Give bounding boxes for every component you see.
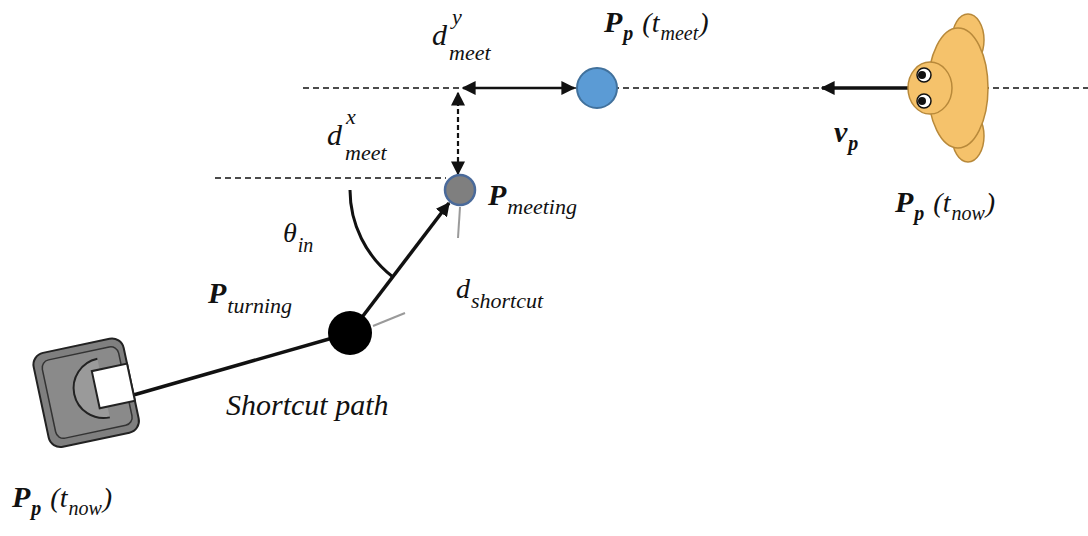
math-label: ) xyxy=(103,484,112,512)
dimension-arrow xyxy=(463,87,574,90)
math-label: ) xyxy=(986,189,995,217)
path-segment xyxy=(130,333,350,396)
fish-icon xyxy=(908,14,988,162)
leader-line xyxy=(458,207,460,238)
leader-line xyxy=(373,313,405,326)
math-label: p xyxy=(623,23,633,43)
path-arrow xyxy=(350,203,449,333)
math-label: meet xyxy=(345,142,387,164)
math-label: x xyxy=(346,106,356,128)
math-label: turning xyxy=(227,295,292,317)
turning-point xyxy=(328,311,372,355)
math-label: P xyxy=(895,187,913,217)
math-label: v xyxy=(834,117,847,147)
math-label: (t xyxy=(642,9,659,37)
math-label: now xyxy=(951,203,984,223)
math-label: d xyxy=(327,120,342,150)
math-label: in xyxy=(298,235,314,255)
math-label: p xyxy=(31,498,41,518)
math-label: d xyxy=(432,20,447,50)
math-label: meet xyxy=(449,42,491,64)
math-label: Shortcut path xyxy=(226,390,389,420)
math-label: now xyxy=(68,498,101,518)
dimension-arrow xyxy=(457,93,459,174)
reference-line xyxy=(215,177,446,179)
math-label: shortcut xyxy=(471,290,543,312)
robot-icon xyxy=(31,336,141,449)
math-label: P xyxy=(208,278,226,308)
math-label: meet xyxy=(660,23,698,43)
math-label: θ xyxy=(283,219,297,247)
math-label: p xyxy=(848,133,858,153)
math-label: d xyxy=(456,275,470,303)
angle-arc xyxy=(350,190,393,277)
math-label: p xyxy=(914,203,924,223)
math-label: (t xyxy=(50,484,67,512)
math-label: y xyxy=(452,6,462,28)
math-label: meeting xyxy=(507,196,577,218)
math-label: ) xyxy=(699,9,708,37)
meet-point xyxy=(577,68,617,108)
math-label: P xyxy=(604,7,622,37)
meeting-point xyxy=(445,175,475,205)
math-label: P xyxy=(12,482,30,512)
math-label: P xyxy=(488,180,506,210)
math-label: (t xyxy=(933,189,950,217)
velocity-arrow xyxy=(822,86,915,90)
